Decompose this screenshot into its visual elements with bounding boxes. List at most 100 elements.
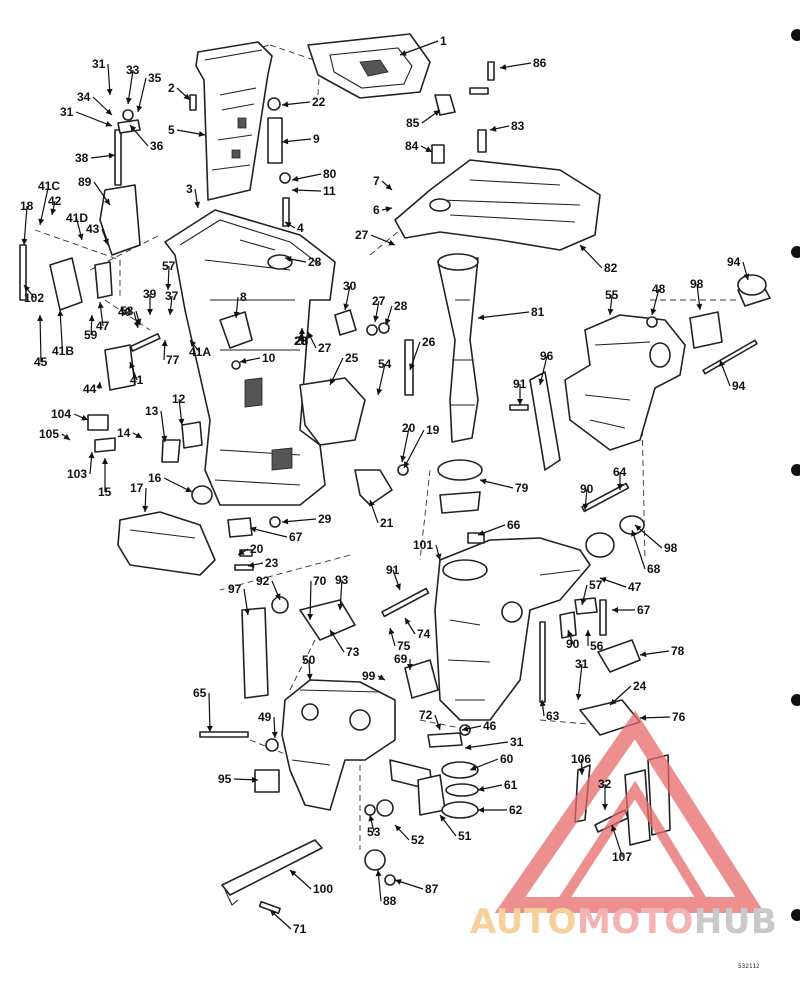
callout-51: 51 bbox=[439, 814, 472, 843]
callout-102: 102 bbox=[23, 284, 44, 305]
callout-47: 47 bbox=[599, 577, 642, 594]
callout-label: 57 bbox=[162, 259, 176, 273]
callout-7: 7 bbox=[373, 174, 393, 191]
callout-arrowhead bbox=[635, 525, 642, 532]
callout-arrowhead bbox=[147, 309, 153, 315]
callout-arrowhead bbox=[106, 88, 113, 95]
callout-arrowhead bbox=[465, 744, 472, 751]
callout-52: 52 bbox=[394, 824, 425, 847]
callout-label: 29 bbox=[318, 512, 332, 526]
callout-14: 14 bbox=[117, 426, 143, 440]
callout-arrowhead bbox=[306, 673, 313, 680]
callout-15: 15 bbox=[98, 458, 112, 499]
callout-arrowhead bbox=[271, 731, 278, 738]
callout-11: 11 bbox=[291, 184, 336, 198]
callout-75: 75 bbox=[388, 627, 411, 653]
callout-21: 21 bbox=[369, 499, 394, 530]
callout-98: 98 bbox=[634, 524, 678, 555]
callout-label: 25 bbox=[345, 351, 359, 365]
callout-28: 28 bbox=[284, 255, 322, 269]
callout-arrowhead bbox=[185, 486, 192, 492]
callout-90: 90 bbox=[580, 482, 594, 511]
callout-arrowhead bbox=[133, 321, 140, 328]
callout-arrowhead bbox=[161, 435, 168, 442]
callout-41a: 41A bbox=[189, 339, 211, 359]
callout-arrowhead bbox=[578, 768, 585, 775]
callout-label: 31 bbox=[510, 735, 524, 749]
callout-91: 91 bbox=[513, 377, 527, 405]
callout-label: 74 bbox=[417, 627, 431, 641]
callout-arrowhead bbox=[292, 187, 299, 194]
callout-label: 22 bbox=[312, 95, 326, 109]
callout-arrowhead bbox=[368, 815, 375, 822]
callout-74: 74 bbox=[404, 617, 431, 641]
callout-label: 106 bbox=[571, 752, 591, 766]
callout-arrowhead bbox=[282, 518, 289, 525]
callout-28: 28 bbox=[295, 328, 309, 348]
callout-arrowhead bbox=[135, 318, 142, 325]
callout-arrowhead bbox=[165, 283, 172, 290]
callout-layer: 1234567891011121314151617181920202122232… bbox=[20, 34, 750, 936]
callout-arrowhead bbox=[385, 183, 392, 190]
callout-93: 93 bbox=[335, 573, 349, 611]
callout-20: 20 bbox=[237, 542, 264, 556]
callout-leader bbox=[208, 692, 211, 733]
callout-37: 37 bbox=[165, 289, 179, 316]
callout-label: 56 bbox=[590, 639, 604, 653]
callout-arrowhead bbox=[104, 198, 110, 205]
callout-arrowhead bbox=[37, 315, 44, 322]
callout-24: 24 bbox=[609, 679, 647, 706]
callout-26: 26 bbox=[409, 335, 436, 371]
callout-38: 38 bbox=[75, 151, 116, 165]
callout-92: 92 bbox=[256, 574, 281, 601]
callout-arrowhead bbox=[198, 130, 205, 137]
callout-label: 80 bbox=[323, 167, 337, 181]
callout-arrowhead bbox=[602, 804, 608, 810]
callout-arrowhead bbox=[407, 664, 413, 670]
callout-87: 87 bbox=[394, 878, 439, 896]
callout-85: 85 bbox=[406, 109, 441, 130]
callout-arrowhead bbox=[88, 452, 95, 459]
watermark-hub: HUB bbox=[694, 902, 777, 942]
callout-arrowhead bbox=[433, 110, 440, 116]
callout-79: 79 bbox=[479, 478, 529, 495]
callout-label: 53 bbox=[367, 825, 381, 839]
callout-57: 57 bbox=[162, 259, 176, 291]
callout-label: 68 bbox=[647, 562, 661, 576]
callout-label: 48 bbox=[652, 282, 666, 296]
callout-31: 31 bbox=[60, 105, 113, 127]
callout-label: 107 bbox=[612, 850, 632, 864]
callout-arrowhead bbox=[50, 208, 57, 215]
callout-31: 31 bbox=[464, 735, 524, 751]
callout-label: 43 bbox=[86, 222, 100, 236]
callout-arrowhead bbox=[611, 825, 617, 832]
callout-arrowhead bbox=[38, 218, 45, 225]
callout-13: 13 bbox=[145, 404, 168, 443]
callout-arrowhead bbox=[395, 825, 402, 832]
callout-label: 9 bbox=[313, 132, 320, 146]
callout-arrowhead bbox=[600, 577, 607, 583]
callout-arrowhead bbox=[183, 93, 190, 100]
callout-leader bbox=[477, 311, 530, 319]
callout-label: 50 bbox=[302, 653, 316, 667]
callout-2: 2 bbox=[168, 81, 191, 101]
callout-label: 91 bbox=[386, 563, 400, 577]
callout-67: 67 bbox=[612, 603, 651, 617]
callout-54: 54 bbox=[376, 357, 392, 396]
callout-8: 8 bbox=[233, 290, 247, 319]
callout-label: 98 bbox=[690, 277, 704, 291]
swivel-bracket-part-80 bbox=[394, 159, 601, 251]
callout-arrowhead bbox=[470, 765, 477, 771]
callout-1: 1 bbox=[399, 34, 447, 56]
callout-arrowhead bbox=[425, 146, 432, 152]
callout-label: 79 bbox=[515, 481, 529, 495]
callout-arrowhead bbox=[96, 382, 103, 389]
callout-80: 80 bbox=[291, 167, 337, 182]
callout-arrowhead bbox=[21, 238, 28, 245]
watermark: AUTOMOTOHUB bbox=[470, 710, 777, 942]
callout-104: 104 bbox=[51, 407, 89, 421]
callout-86: 86 bbox=[499, 56, 547, 71]
callout-45: 45 bbox=[34, 314, 48, 369]
callout-label: 72 bbox=[419, 708, 433, 722]
